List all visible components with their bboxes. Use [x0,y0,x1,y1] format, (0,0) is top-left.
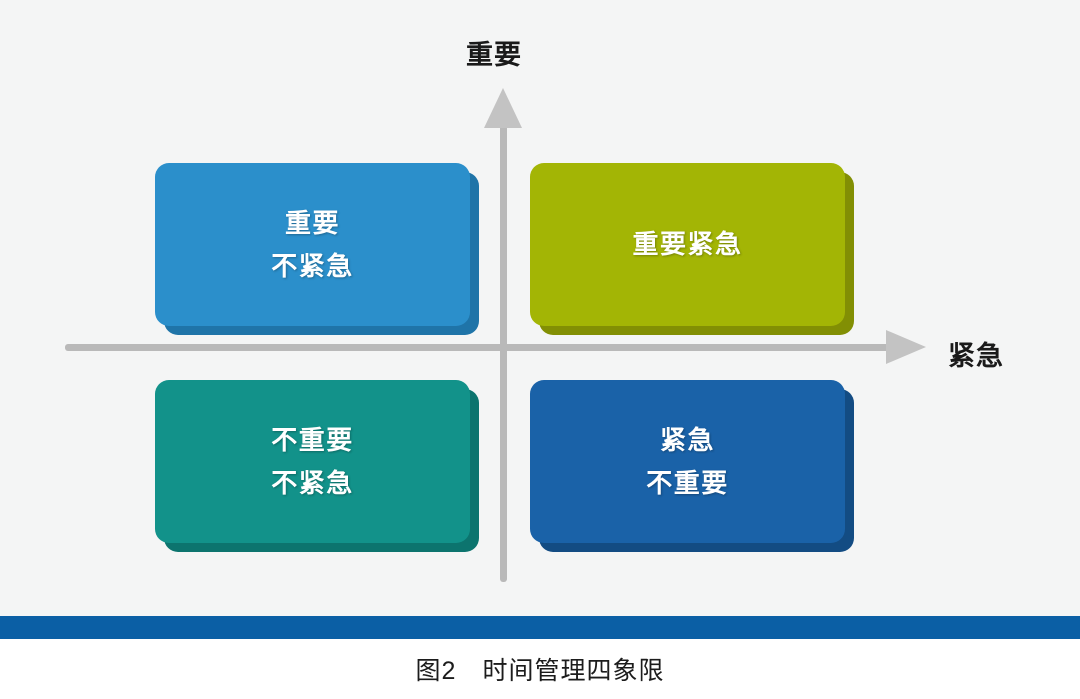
quadrant-label-line1: 重要紧急 [632,229,743,260]
x-axis-line [65,344,907,351]
quadrant-face [530,163,845,326]
quadrant-label-line2: 不紧急 [271,250,354,281]
quadrant-not-important-not-urgent[interactable]: 不重要 不紧急 [155,380,479,552]
caption-area: 图2 时间管理四象限 [0,639,1080,699]
y-axis-label: 重要 [466,40,522,70]
quadrant-label-line1: 不重要 [271,425,354,456]
quadrant-face [155,380,470,543]
quadrant-important-urgent[interactable]: 重要紧急 [530,163,854,335]
quadrant-label-line2: 不重要 [646,467,729,498]
x-axis-arrowhead-icon [886,330,926,364]
quadrant-face [530,380,845,543]
figure-caption: 图2 时间管理四象限 [415,657,665,685]
accent-band [0,616,1080,639]
quadrant-label-line1: 重要 [284,208,340,239]
y-axis-line [500,110,507,582]
quadrant-label-line2: 不紧急 [271,467,354,498]
quadrant-urgent-not-important[interactable]: 紧急 不重要 [530,380,854,552]
y-axis-arrowhead-icon [484,88,522,128]
x-axis-label: 紧急 [948,341,1004,371]
diagram-canvas: 重要 紧急 重要 不紧急 重要紧急 不重要 不紧急 紧急 不重要 [0,0,1080,616]
quadrant-label-line1: 紧急 [659,425,715,456]
quadrant-important-not-urgent[interactable]: 重要 不紧急 [155,163,479,335]
quadrant-face [155,163,470,326]
